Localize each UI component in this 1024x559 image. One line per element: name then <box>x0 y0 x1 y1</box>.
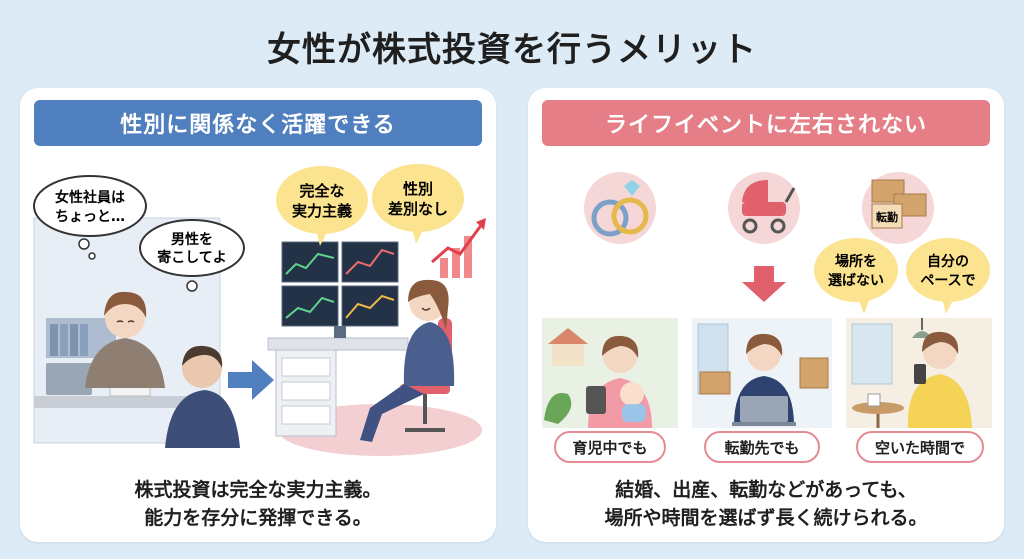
caption-line: 株式投資は完全な実力主義。 <box>134 479 382 501</box>
bubble-text: 差別なし <box>388 200 448 218</box>
left-banner: 性別に関係なく活躍できる <box>34 100 482 146</box>
right-banner: ライフイベントに左右されない <box>542 100 990 146</box>
bubble-text: ペースで <box>920 273 975 289</box>
page-title: 女性が株式投資を行うメリット <box>267 30 757 70</box>
caption-line: 結婚、出産、転勤などがあっても、 <box>615 479 917 501</box>
bubble-text: 完全な <box>299 182 344 200</box>
diamond-icon <box>624 180 640 196</box>
bubble-text: 場所を <box>835 253 877 270</box>
left-panel: 性別に関係なく活躍できる 女性社員は ちょっと… 男性を 寄こしてよ <box>20 88 496 542</box>
bubble-text: 選ばない <box>828 273 884 289</box>
tag-relocation: 転勤先でも <box>704 431 820 463</box>
bubble-text: 性別 <box>403 180 433 198</box>
bubble-text: ちょっと… <box>55 209 125 225</box>
right-caption: 結婚、出産、転勤などがあっても、 場所や時間を選ばず長く続けられる。 <box>528 476 1004 532</box>
caption-line: 場所や時間を選ばず長く続けられる。 <box>604 507 928 529</box>
tag-free-time: 空いた時間で <box>856 431 984 463</box>
right-panel: ライフイベントに左右されない 転勤 場所を 選ばない <box>528 88 1004 542</box>
left-illustration: 女性社員は ちょっと… 男性を 寄こしてよ <box>33 164 486 456</box>
tag-childcare: 育児中でも <box>554 431 666 463</box>
bubble-text: 女性社員は <box>55 189 125 206</box>
right-illustration: 転勤 場所を 選ばない 自分の ペースで <box>542 172 992 428</box>
bubble-text: 寄こしてよ <box>157 249 227 266</box>
caption-line: 能力を存分に発揮できる。 <box>144 507 372 529</box>
bubble-text: 自分の <box>927 253 969 270</box>
box-label: 転勤 <box>876 210 898 224</box>
stroller-icon <box>742 180 796 234</box>
bubble-text: 男性を <box>171 231 213 248</box>
house-icon <box>548 328 588 366</box>
bubble-text: 実力主義 <box>292 202 352 220</box>
moving-boxes-icon: 転勤 <box>871 179 927 229</box>
left-caption: 株式投資は完全な実力主義。 能力を存分に発揮できる。 <box>20 476 496 532</box>
